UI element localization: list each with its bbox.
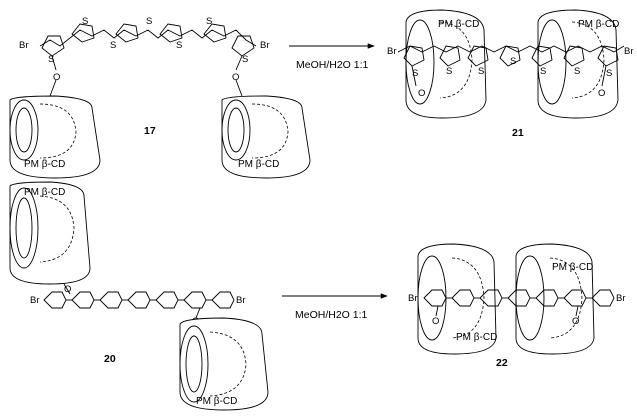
compound-number-21: 21 xyxy=(512,127,524,139)
sulfur-5-17: S xyxy=(176,40,182,51)
reaction-condition-1: MeOH/H2O 1:1 xyxy=(296,59,369,71)
septiphenylene-chain-20 xyxy=(43,283,235,319)
sulfur-1-21: S xyxy=(412,68,418,79)
sulfur-2-17: S xyxy=(82,16,88,27)
bromine-right-20: Br xyxy=(236,295,246,306)
oxygen-top-20: O xyxy=(64,284,71,295)
sulfur-6-17: S xyxy=(206,16,212,27)
sulfur-5-21: S xyxy=(540,66,546,77)
sulfur-6-21: S xyxy=(574,66,580,77)
oxygen-right-21: O xyxy=(598,88,605,99)
cd-label-right-22: PM β-CD xyxy=(552,262,593,273)
cd-label-left-21: PM β-CD xyxy=(438,19,479,30)
compound-number-17: 17 xyxy=(144,125,156,137)
cyclodextrin-cone-bottom-20: PM β-CD xyxy=(179,317,269,411)
cd-label-left-17: PM β-CD xyxy=(24,159,65,170)
septithiophene-axle-21 xyxy=(397,45,625,87)
oxygen-left-21: O xyxy=(418,88,425,99)
compound-17: Br Br S S S S S S S O O PM β-CD PM β-CD … xyxy=(9,16,311,179)
oxygen-right-22: O xyxy=(572,316,579,327)
septiphenylene-axle-22 xyxy=(423,289,615,317)
compound-21: PM β-CD PM β-CD Br Br S S S S S S S O xyxy=(387,9,634,139)
rotaxane-cone-right-21: PM β-CD xyxy=(537,9,619,119)
oxygen-left-17: O xyxy=(53,72,60,83)
oxygen-left-22: O xyxy=(432,316,439,327)
cyclodextrin-cone-top-20: PM β-CD xyxy=(9,181,91,285)
sulfur-2-21: S xyxy=(446,66,452,77)
bromine-right-17: Br xyxy=(260,40,270,51)
bromine-left-17: Br xyxy=(19,40,29,51)
cd-label-bottom-20: PM β-CD xyxy=(196,396,237,407)
bromine-right-22: Br xyxy=(616,293,626,304)
compound-number-20: 20 xyxy=(104,353,116,365)
cd-label-top-20: PM β-CD xyxy=(24,187,65,198)
compound-20: PM β-CD Br Br O O PM β-CD xyxy=(9,181,269,411)
cd-label-right-17: PM β-CD xyxy=(238,159,279,170)
compound-number-22: 22 xyxy=(496,357,508,369)
cd-label-right-21: PM β-CD xyxy=(578,19,619,30)
bromine-right-21: Br xyxy=(624,46,634,57)
sulfur-7-21: S xyxy=(606,68,612,79)
bromine-left-20: Br xyxy=(30,295,40,306)
sulfur-4-21: S xyxy=(510,56,516,67)
compound-22: PM β-CD PM β-CD Br Br O O xyxy=(408,243,626,369)
septithiophene-chain-17 xyxy=(39,23,257,97)
sulfur-7-17: S xyxy=(242,54,248,65)
cyclodextrin-cone-left-17: PM β-CD xyxy=(9,95,101,179)
sulfur-4-17: S xyxy=(146,16,152,27)
reaction-arrow-1: MeOH/H2O 1:1 xyxy=(289,43,375,71)
sulfur-3-21: S xyxy=(478,66,484,77)
reaction-condition-2: MeOH/H2O 1:1 xyxy=(295,309,368,321)
oxygen-right-17: O xyxy=(232,72,239,83)
bromine-left-21: Br xyxy=(387,46,397,57)
rotaxane-cone-right-22: PM β-CD xyxy=(515,243,595,355)
reaction-arrow-2: MeOH/H2O 1:1 xyxy=(282,293,388,321)
bromine-left-22: Br xyxy=(408,293,418,304)
sulfur-3-17: S xyxy=(110,40,116,51)
rotaxane-cone-left-22: PM β-CD xyxy=(417,243,497,355)
cyclodextrin-cone-right-17: PM β-CD xyxy=(221,95,311,179)
sulfur-1-17: S xyxy=(48,54,54,65)
cd-label-left-22: PM β-CD xyxy=(456,332,497,343)
